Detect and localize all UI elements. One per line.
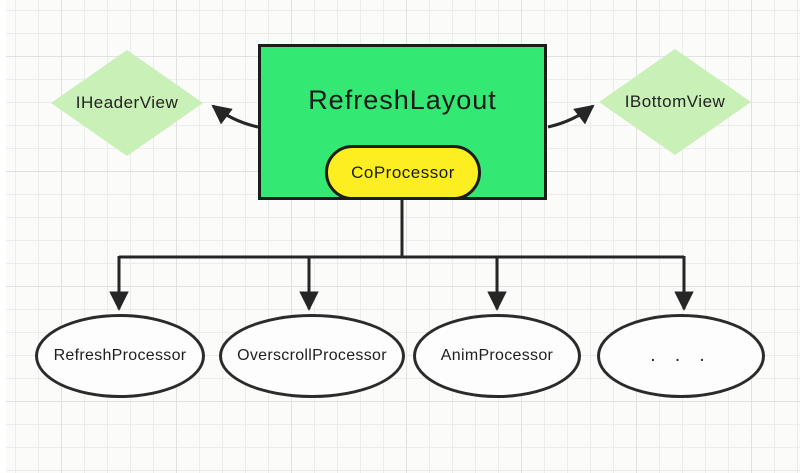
processor-ellipse-more[interactable]: . . .	[597, 314, 765, 398]
processor-ellipse-refresh[interactable]: RefreshProcessor	[35, 314, 205, 398]
ibottomview-label: IBottomView	[624, 92, 726, 111]
ibottomview-node[interactable]: IBottomView	[599, 49, 751, 155]
arrow-to-headerview	[211, 104, 259, 129]
processor-label: OverscrollProcessor	[237, 347, 387, 364]
processor-label: . . .	[650, 345, 712, 366]
processor-label: AnimProcessor	[440, 347, 554, 364]
processor-label: RefreshProcessor	[53, 347, 187, 364]
arrow-to-bottomview	[547, 104, 595, 129]
canvas-left-edge	[0, 0, 6, 473]
coprocessor-node[interactable]: CoProcessor	[325, 145, 481, 200]
iheaderview-label: IHeaderView	[75, 93, 179, 112]
iheaderview-node[interactable]: IHeaderView	[51, 50, 203, 156]
refreshlayout-label: RefreshLayout	[308, 85, 497, 115]
coprocessor-label: CoProcessor	[351, 162, 455, 182]
trunk-connector	[119, 200, 684, 259]
processor-ellipse-overscroll[interactable]: OverscrollProcessor	[219, 314, 405, 398]
processor-ellipse-anim[interactable]: AnimProcessor	[413, 314, 581, 398]
